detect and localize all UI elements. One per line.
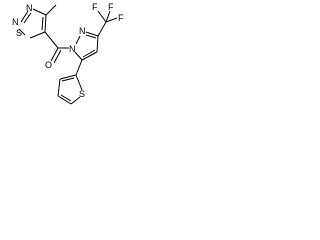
bond-thiophene-C2-C3-inner bbox=[61, 77, 75, 82]
bond-thiadiazole-N-N-inner bbox=[23, 12, 32, 24]
fluorine-1-label: F bbox=[92, 2, 98, 12]
fluorine-2-label: F bbox=[108, 2, 114, 12]
bond-thiophene-S-C2 bbox=[75, 74, 83, 91]
bond-methyl bbox=[45, 4, 57, 16]
bond-pyrazole-N1-N2 bbox=[75, 35, 81, 45]
bond-carbonyl-C-O-inner bbox=[53, 49, 62, 64]
bond-CF3-F3 bbox=[105, 17, 118, 23]
bond-thiophene-C4-C5-inner bbox=[60, 94, 72, 102]
bond-thiadiazole-C5-C4 bbox=[44, 14, 47, 33]
thiadiazole-N-left-label: N bbox=[12, 17, 19, 27]
bond-CF3-F2 bbox=[105, 10, 111, 23]
bond-thiophene-C4-C5 bbox=[57, 95, 72, 105]
chemical-structure: S N N O N N F F F S bbox=[12, 2, 124, 105]
bond-pyrazole-C4-C5-inner bbox=[82, 49, 96, 58]
thiadiazole-N-top-label: N bbox=[26, 3, 33, 13]
thiadiazole-ring bbox=[18, 4, 57, 39]
bond-pyrazole-N2-C3 bbox=[85, 31, 99, 37]
carbonyl-group bbox=[44, 31, 69, 64]
thiophene-ring bbox=[57, 59, 83, 105]
atom-labels: S N N O N N F F F S bbox=[12, 2, 124, 99]
bond-thiadiazole-C4-C4-inner bbox=[41, 16, 44, 31]
bond-thiophene-C3-C4 bbox=[57, 78, 61, 97]
bond-ring-to-carbonyl bbox=[44, 31, 59, 49]
thiadiazole-S-label: S bbox=[16, 28, 22, 38]
pyrazole-ring bbox=[74, 31, 99, 61]
thiophene-S-label: S bbox=[79, 89, 85, 99]
bond-pyrazole-C3-C4 bbox=[96, 35, 99, 53]
bond-pyrazole-N2-C3-inner bbox=[85, 34, 97, 39]
carbonyl-O-label: O bbox=[45, 60, 52, 70]
bond-pyrazole-C4-C5 bbox=[81, 51, 98, 61]
bond-C5-thiophene bbox=[75, 59, 83, 76]
trifluoromethyl-group bbox=[97, 10, 118, 37]
bond-thiadiazole-S-C5 bbox=[29, 31, 46, 39]
pyrazole-N1-label: N bbox=[69, 44, 76, 54]
bond-thiadiazole-N-S bbox=[18, 28, 26, 36]
bond-thiadiazole-C4-N bbox=[32, 8, 47, 16]
bond-carbonyl-C-O bbox=[50, 47, 59, 62]
bond-thiophene-C2-C3 bbox=[59, 74, 77, 80]
bond-thiophene-C5-S bbox=[70, 96, 81, 105]
fluorine-3-label: F bbox=[118, 13, 124, 23]
bond-CF3-F1 bbox=[97, 10, 107, 23]
bond-C3-CF3 bbox=[97, 21, 107, 37]
bond-pyrazole-C5-N1 bbox=[74, 51, 83, 61]
pyrazole-N2-label: N bbox=[79, 26, 86, 36]
bond-thiadiazole-N-N bbox=[20, 10, 29, 23]
